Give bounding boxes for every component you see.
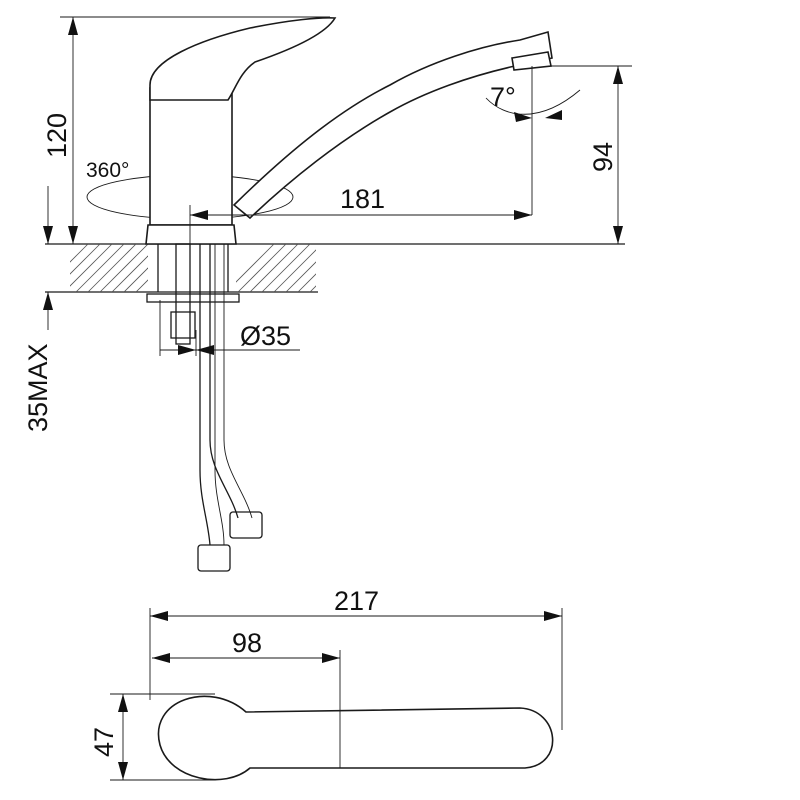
countertop-hatch-left bbox=[70, 244, 148, 292]
dim-tilt-7: 7° bbox=[485, 66, 581, 215]
top-view: 217 98 47 bbox=[89, 586, 563, 781]
dim-tilt-7-label: 7° bbox=[490, 82, 516, 112]
fixing-nut bbox=[170, 311, 196, 339]
faucet-base bbox=[145, 224, 237, 245]
lever-handle bbox=[149, 17, 337, 101]
hose-left bbox=[199, 244, 211, 546]
hose-connector-right bbox=[229, 511, 263, 539]
dim-length-217-label: 217 bbox=[334, 586, 379, 616]
rotation-label: 360° bbox=[86, 159, 129, 182]
spout bbox=[232, 30, 553, 220]
dim-max-thickness-label: 35MAX bbox=[23, 343, 53, 432]
threaded-stud bbox=[175, 243, 191, 345]
countertop-hatch-right bbox=[236, 244, 316, 292]
dim-reach-181-label: 181 bbox=[340, 184, 385, 214]
hose-right bbox=[209, 244, 239, 519]
hose-connector-left bbox=[197, 544, 231, 572]
dim-height-120: 120 bbox=[42, 16, 330, 244]
dim-width-47-label: 47 bbox=[89, 727, 119, 757]
hose-right-inner bbox=[223, 244, 253, 519]
dim-reach-181: 181 bbox=[189, 184, 532, 250]
dim-diameter-35-label: Ø35 bbox=[240, 321, 291, 351]
dim-outlet-94: 94 bbox=[548, 65, 632, 244]
dim-outlet-94-label: 94 bbox=[588, 142, 618, 172]
dim-height-120-label: 120 bbox=[42, 113, 72, 158]
top-view-outline bbox=[157, 695, 554, 781]
countertop-section bbox=[45, 243, 625, 293]
hose-left-inner bbox=[214, 244, 225, 546]
mounting-assembly bbox=[146, 243, 263, 572]
faucet-body bbox=[145, 17, 553, 245]
fixing-plate bbox=[146, 293, 240, 303]
dim-handle-98-label: 98 bbox=[232, 628, 262, 658]
dim-diameter-35: Ø35 bbox=[159, 300, 300, 356]
faucet-column bbox=[149, 87, 233, 226]
dim-max-thickness: 35MAX bbox=[23, 186, 53, 432]
